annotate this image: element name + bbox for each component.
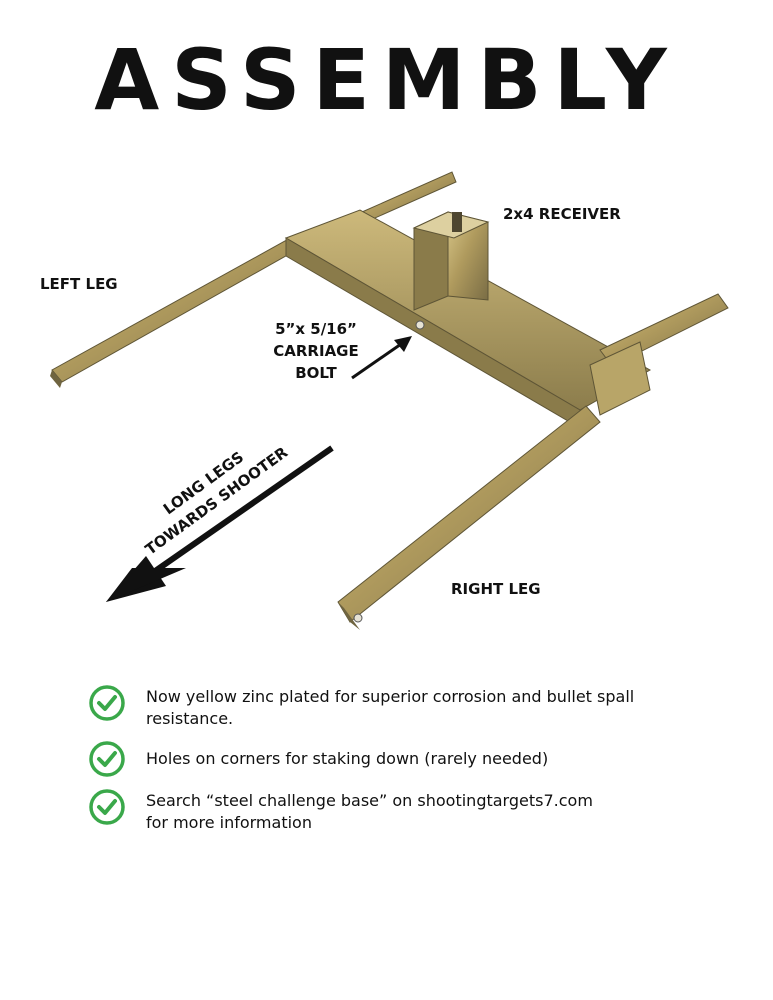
check-circle-icon [89, 741, 125, 777]
feature-text-line: Search “steel challenge base” on shootin… [146, 791, 593, 810]
feature-text: Now yellow zinc plated for superior corr… [146, 686, 634, 730]
feature-text-line: for more information [146, 813, 312, 832]
bolt-label-line2: CARRIAGE [273, 342, 359, 360]
bolt-label-line3: BOLT [295, 364, 337, 382]
right-leg-part [337, 405, 601, 630]
receiver-label: 2x4 RECEIVER [503, 205, 621, 223]
list-item: Now yellow zinc plated for superior corr… [88, 685, 708, 730]
bolt-label: 5”x 5/16” CARRIAGE BOLT [256, 318, 376, 384]
right-leg-label: RIGHT LEG [451, 580, 541, 598]
stand-assembly-diagram [50, 171, 729, 630]
feature-text-line: Holes on corners for staking down (rarel… [146, 749, 549, 768]
left-leg-label: LEFT LEG [40, 275, 118, 293]
receiver-part [412, 211, 490, 311]
bracket-part [589, 341, 651, 416]
feature-list: Now yellow zinc plated for superior corr… [88, 685, 708, 846]
list-item: Search “steel challenge base” on shootin… [88, 789, 708, 834]
bolt-arrow [351, 336, 412, 380]
check-circle-icon [89, 789, 125, 825]
feature-text-line: Now yellow zinc plated for superior corr… [146, 687, 635, 706]
feature-text: Holes on corners for staking down (rarel… [146, 742, 548, 770]
list-item: Holes on corners for staking down (rarel… [88, 741, 708, 778]
bolt-label-line1: 5”x 5/16” [275, 320, 357, 338]
page-title: ASSEMBLY [94, 31, 679, 129]
feature-text: Search “steel challenge base” on shootin… [146, 790, 593, 834]
check-circle-icon [89, 685, 125, 721]
feature-text-line: resistance. [146, 709, 234, 728]
shooter-direction-arrow [106, 445, 334, 602]
